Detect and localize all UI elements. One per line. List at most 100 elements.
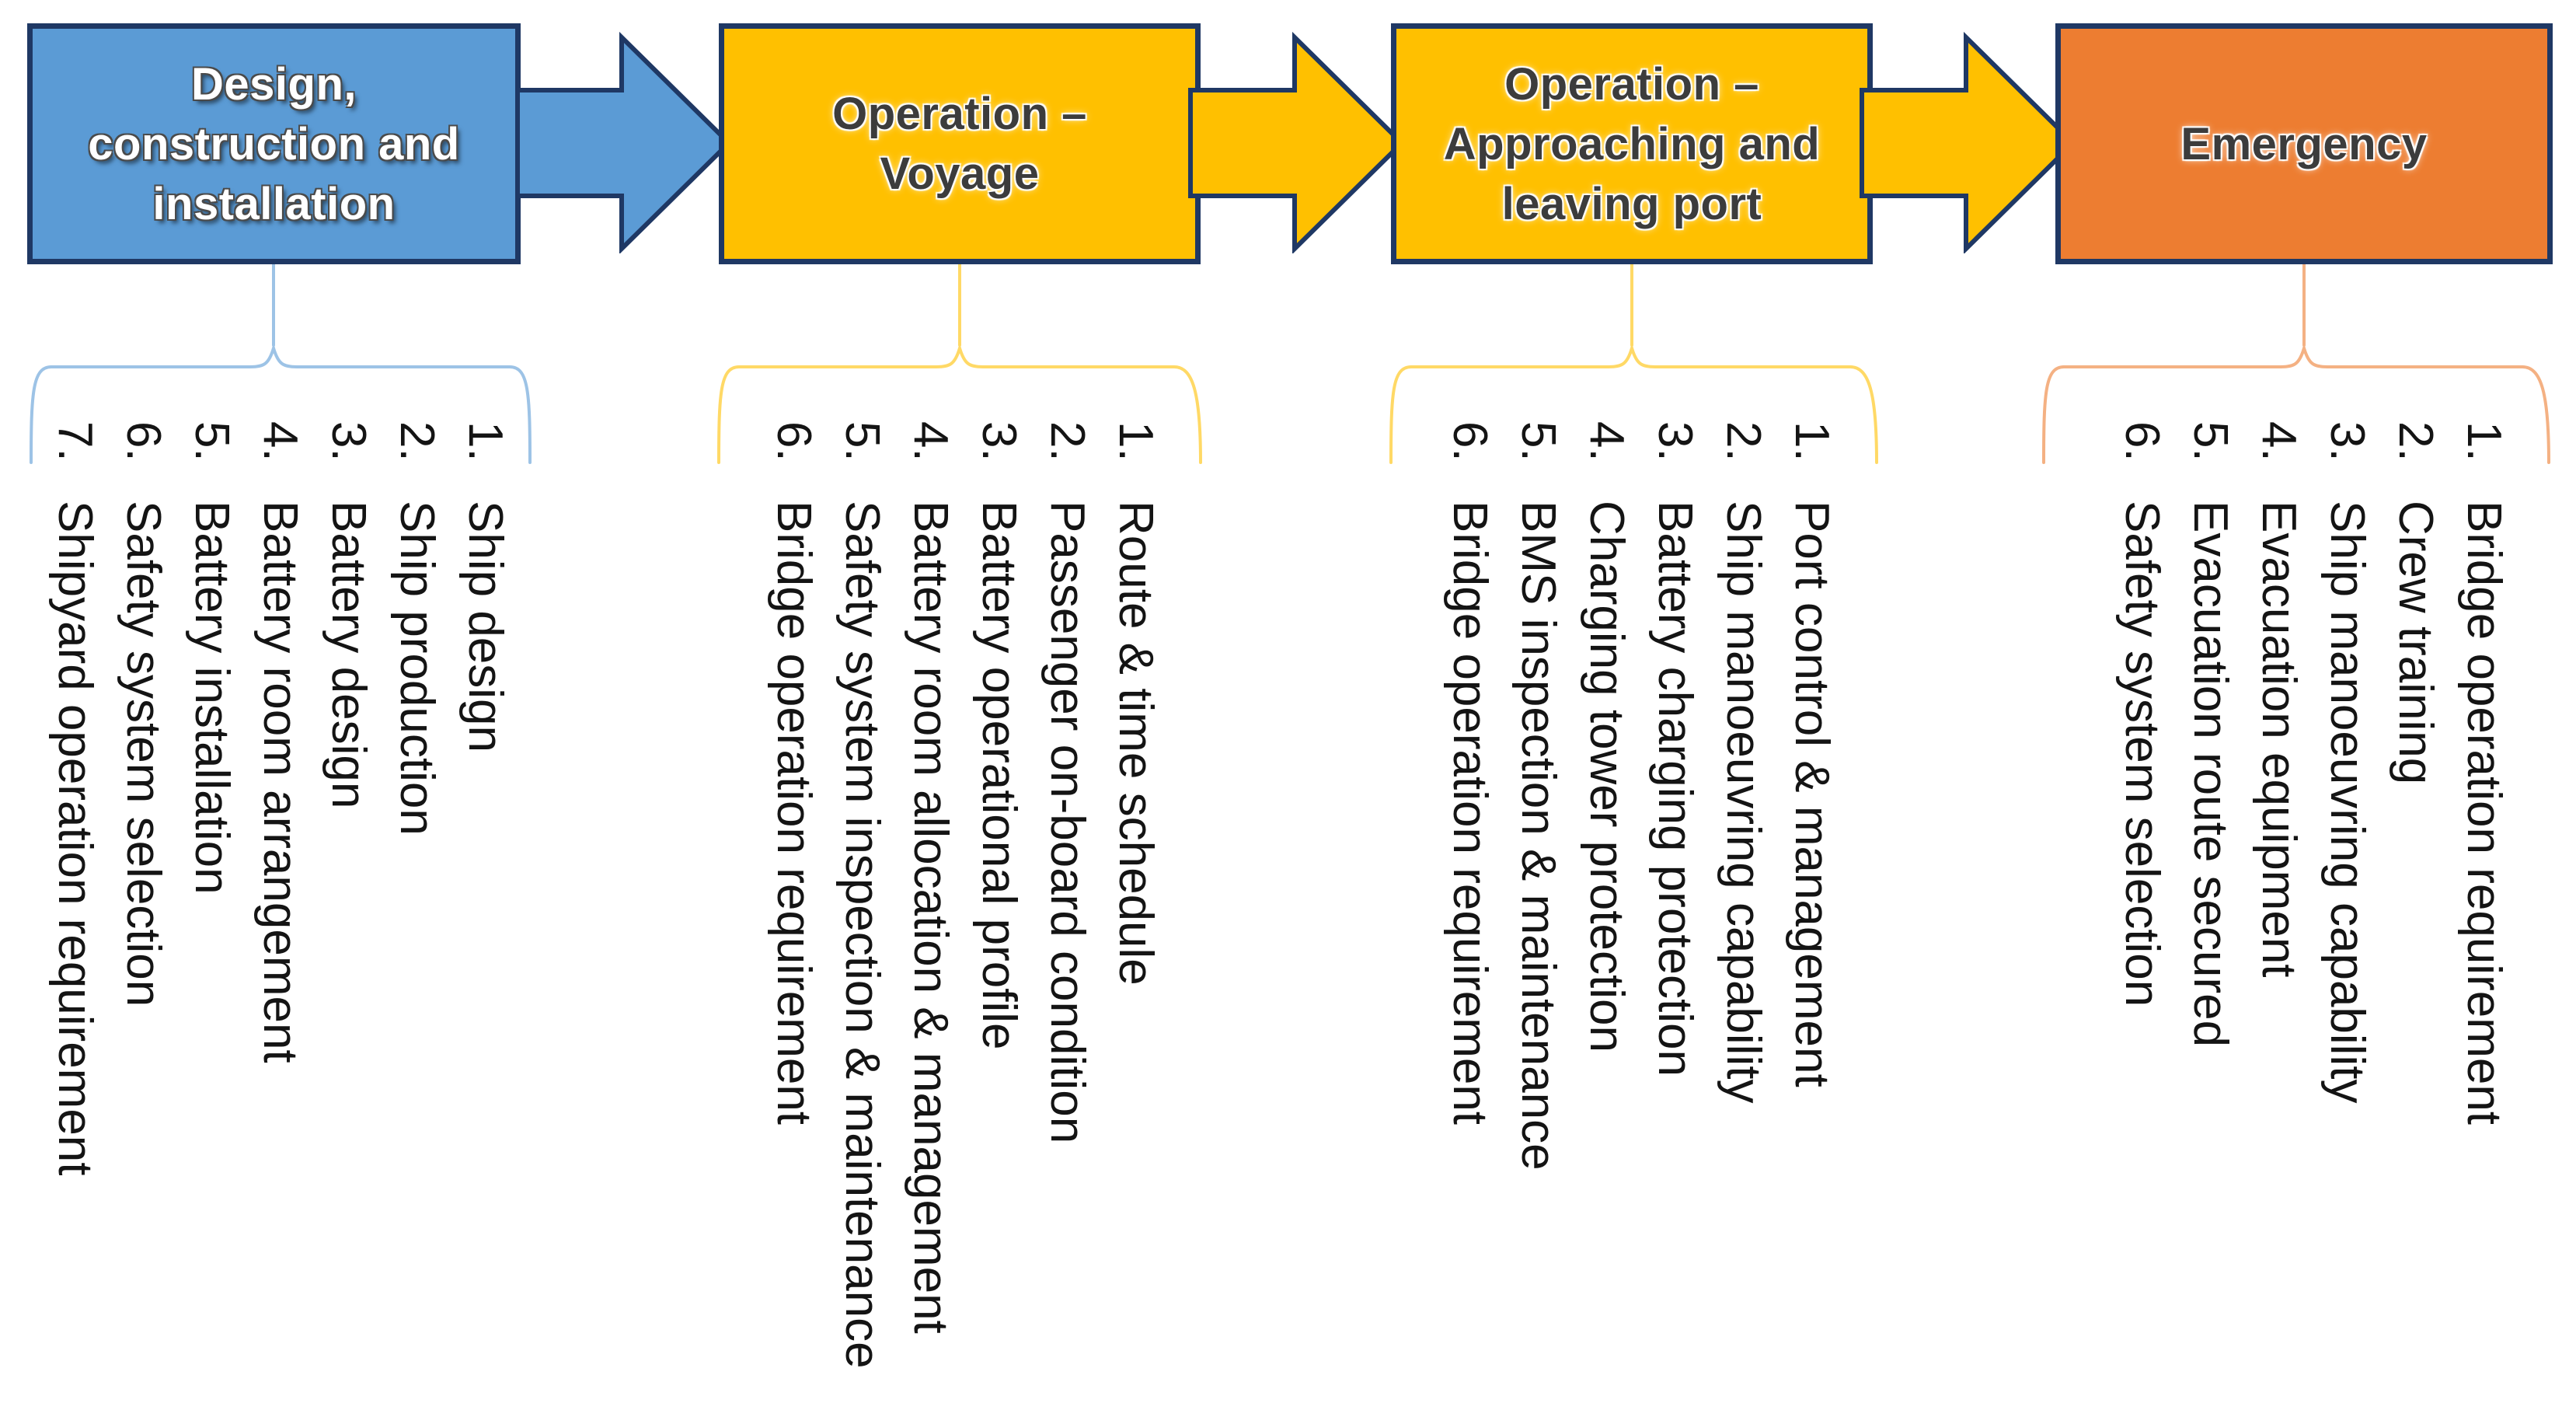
list-item-text: Passenger on-board condition <box>1041 501 1094 1144</box>
list-item: 7. Shipyard operation requirement <box>40 421 109 1176</box>
list-item-text: Ship design <box>458 501 512 753</box>
list-item: 2. Passenger on-board condition <box>1033 421 1101 1369</box>
list-item: 1. Bridge operation requirement <box>2449 421 2518 1125</box>
list-item: 4. Battery room allocation & management <box>896 421 964 1369</box>
list-item-number: 4. <box>253 421 307 462</box>
list-item: 5. Evacuation route secured <box>2176 421 2244 1125</box>
list-item-number: 4. <box>904 421 957 462</box>
list-item-text: Battery room arrangement <box>253 501 307 1063</box>
list-item-text: Battery charging protection <box>1648 501 1702 1077</box>
stage-list-operation-approaching-leaving-port: 1. Port control & management 2. Ship manoeu… <box>1435 421 1846 1171</box>
list-item-text: Evacuation equipment <box>2252 501 2306 978</box>
list-item-number: 7. <box>48 421 102 462</box>
list-item: 6. Safety system selection <box>109 421 177 1176</box>
numbered-list: 1. Ship design 2. Ship production 3. Battery … <box>40 421 519 1176</box>
stage-box-emergency: Emergency <box>2055 23 2553 264</box>
list-item: 2. Crew training <box>2381 421 2449 1125</box>
list-item-text: Shipyard operation requirement <box>48 501 102 1176</box>
stage-list-emergency: 1. Bridge operation requirement 2. Crew tra… <box>2107 421 2518 1125</box>
list-item-number: 5. <box>835 421 889 462</box>
list-item-number: 3. <box>2320 421 2374 462</box>
list-item-number: 5. <box>185 421 239 462</box>
stage-title-emergency: Emergency <box>2180 118 2428 169</box>
numbered-list: 1. Port control & management 2. Ship manoeu… <box>1435 421 1846 1171</box>
list-item-text: Crew training <box>2389 501 2442 785</box>
list-item: 3. Battery design <box>314 421 382 1176</box>
arrow-right-icon <box>515 31 733 253</box>
list-item-number: 1. <box>458 421 512 462</box>
list-item-text: Battery design <box>322 501 375 809</box>
list-item-number: 5. <box>1511 421 1565 462</box>
list-item: 4. Charging tower protection <box>1572 421 1640 1171</box>
flow-arrow-icon-1 <box>515 31 733 253</box>
list-item-text: Battery operational profile <box>972 501 1026 1050</box>
list-item-number: 6. <box>2115 421 2169 462</box>
list-item-number: 3. <box>972 421 1026 462</box>
brace-operation-voyage <box>717 264 1202 464</box>
list-item-text: Bridge operation requirement <box>2457 501 2511 1126</box>
stage-title-operation-approaching-leaving-port: Operation – Approaching and leaving port <box>1443 58 1821 229</box>
list-item-text: Bridge operation requirement <box>767 501 821 1126</box>
list-item-number: 2. <box>390 421 444 462</box>
list-item: 3. Battery operational profile <box>964 421 1033 1369</box>
list-item: 5. Safety system inspection & maintenance <box>828 421 896 1369</box>
stage-box-operation-voyage: Operation – Voyage <box>719 23 1201 264</box>
list-item-number: 3. <box>1648 421 1702 462</box>
stage-box-design-construction-installation: Design, construction and installation <box>27 23 521 264</box>
list-item-text: Bridge operation requirement <box>1443 501 1497 1126</box>
brace-curve <box>30 343 532 464</box>
list-item-number: 1. <box>2457 421 2511 462</box>
stage-title-design-construction-installation: Design, construction and installation <box>88 58 460 229</box>
list-item: 1.Route & time schedule <box>1101 421 1169 1369</box>
list-item-number: 3. <box>322 421 375 462</box>
list-item-text: Battery room allocation & management <box>904 501 957 1334</box>
list-item: 5. BMS inspection & maintenance <box>1504 421 1572 1171</box>
list-item: 3. Battery charging protection <box>1640 421 1709 1171</box>
list-item: 4. Battery room arrangement <box>246 421 314 1176</box>
list-item-number: 6. <box>1443 421 1497 462</box>
flow-arrow-icon-3 <box>1860 31 2077 253</box>
brace-design-construction-installation <box>30 264 532 464</box>
list-item-number: 6. <box>767 421 821 462</box>
list-item-number: 2. <box>2389 421 2442 462</box>
arrow-right-icon <box>1188 31 1406 253</box>
list-item-number: 2. <box>1717 421 1770 462</box>
brace-emergency <box>2042 264 2550 464</box>
list-item-number: 2. <box>1041 421 1094 462</box>
brace-curve <box>2042 343 2550 464</box>
list-item-number: 6. <box>117 421 170 462</box>
list-item-text: BMS inspection & maintenance <box>1511 501 1565 1171</box>
list-item-text: Route & time schedule <box>1109 501 1163 986</box>
list-item-text: Evacuation route secured <box>2184 501 2237 1048</box>
list-item-text: Port control & management <box>1785 501 1839 1087</box>
list-item: 1. Ship design <box>451 421 519 1176</box>
list-item: 3. Ship manoeuvring capability <box>2313 421 2381 1125</box>
list-item: 6. Bridge operation requirement <box>759 421 828 1369</box>
list-item-text: Safety system inspection & maintenance <box>835 501 889 1369</box>
list-item-text: Battery installation <box>185 501 239 895</box>
brace-curve <box>717 343 1202 464</box>
brace-operation-approaching-leaving-port <box>1389 264 1878 464</box>
list-item-text: Safety system selection <box>2115 501 2169 1007</box>
stage-title-operation-voyage: Operation – Voyage <box>832 89 1087 199</box>
list-item-number: 5. <box>2184 421 2237 462</box>
list-item-number: 4. <box>1580 421 1633 462</box>
list-item: 4. Evacuation equipment <box>2244 421 2313 1125</box>
list-item: 6. Bridge operation requirement <box>1435 421 1504 1171</box>
arrow-right-icon <box>1860 31 2077 253</box>
list-item-number: 4. <box>2252 421 2306 462</box>
list-item-text: Charging tower protection <box>1580 501 1633 1052</box>
list-item-text: Ship production <box>390 501 444 836</box>
list-item-text: Ship manoeuvring capability <box>1717 501 1770 1104</box>
list-item: 2. Ship production <box>382 421 451 1176</box>
list-item-text: Safety system selection <box>117 501 170 1007</box>
numbered-list: 1. Bridge operation requirement 2. Crew tra… <box>2107 421 2518 1125</box>
brace-curve <box>1389 343 1878 464</box>
list-item: 2. Ship manoeuvring capability <box>1709 421 1777 1171</box>
list-item-text: Ship manoeuvring capability <box>2320 501 2374 1104</box>
list-item-number: 1. <box>1785 421 1839 462</box>
flow-arrow-icon-2 <box>1188 31 1406 253</box>
